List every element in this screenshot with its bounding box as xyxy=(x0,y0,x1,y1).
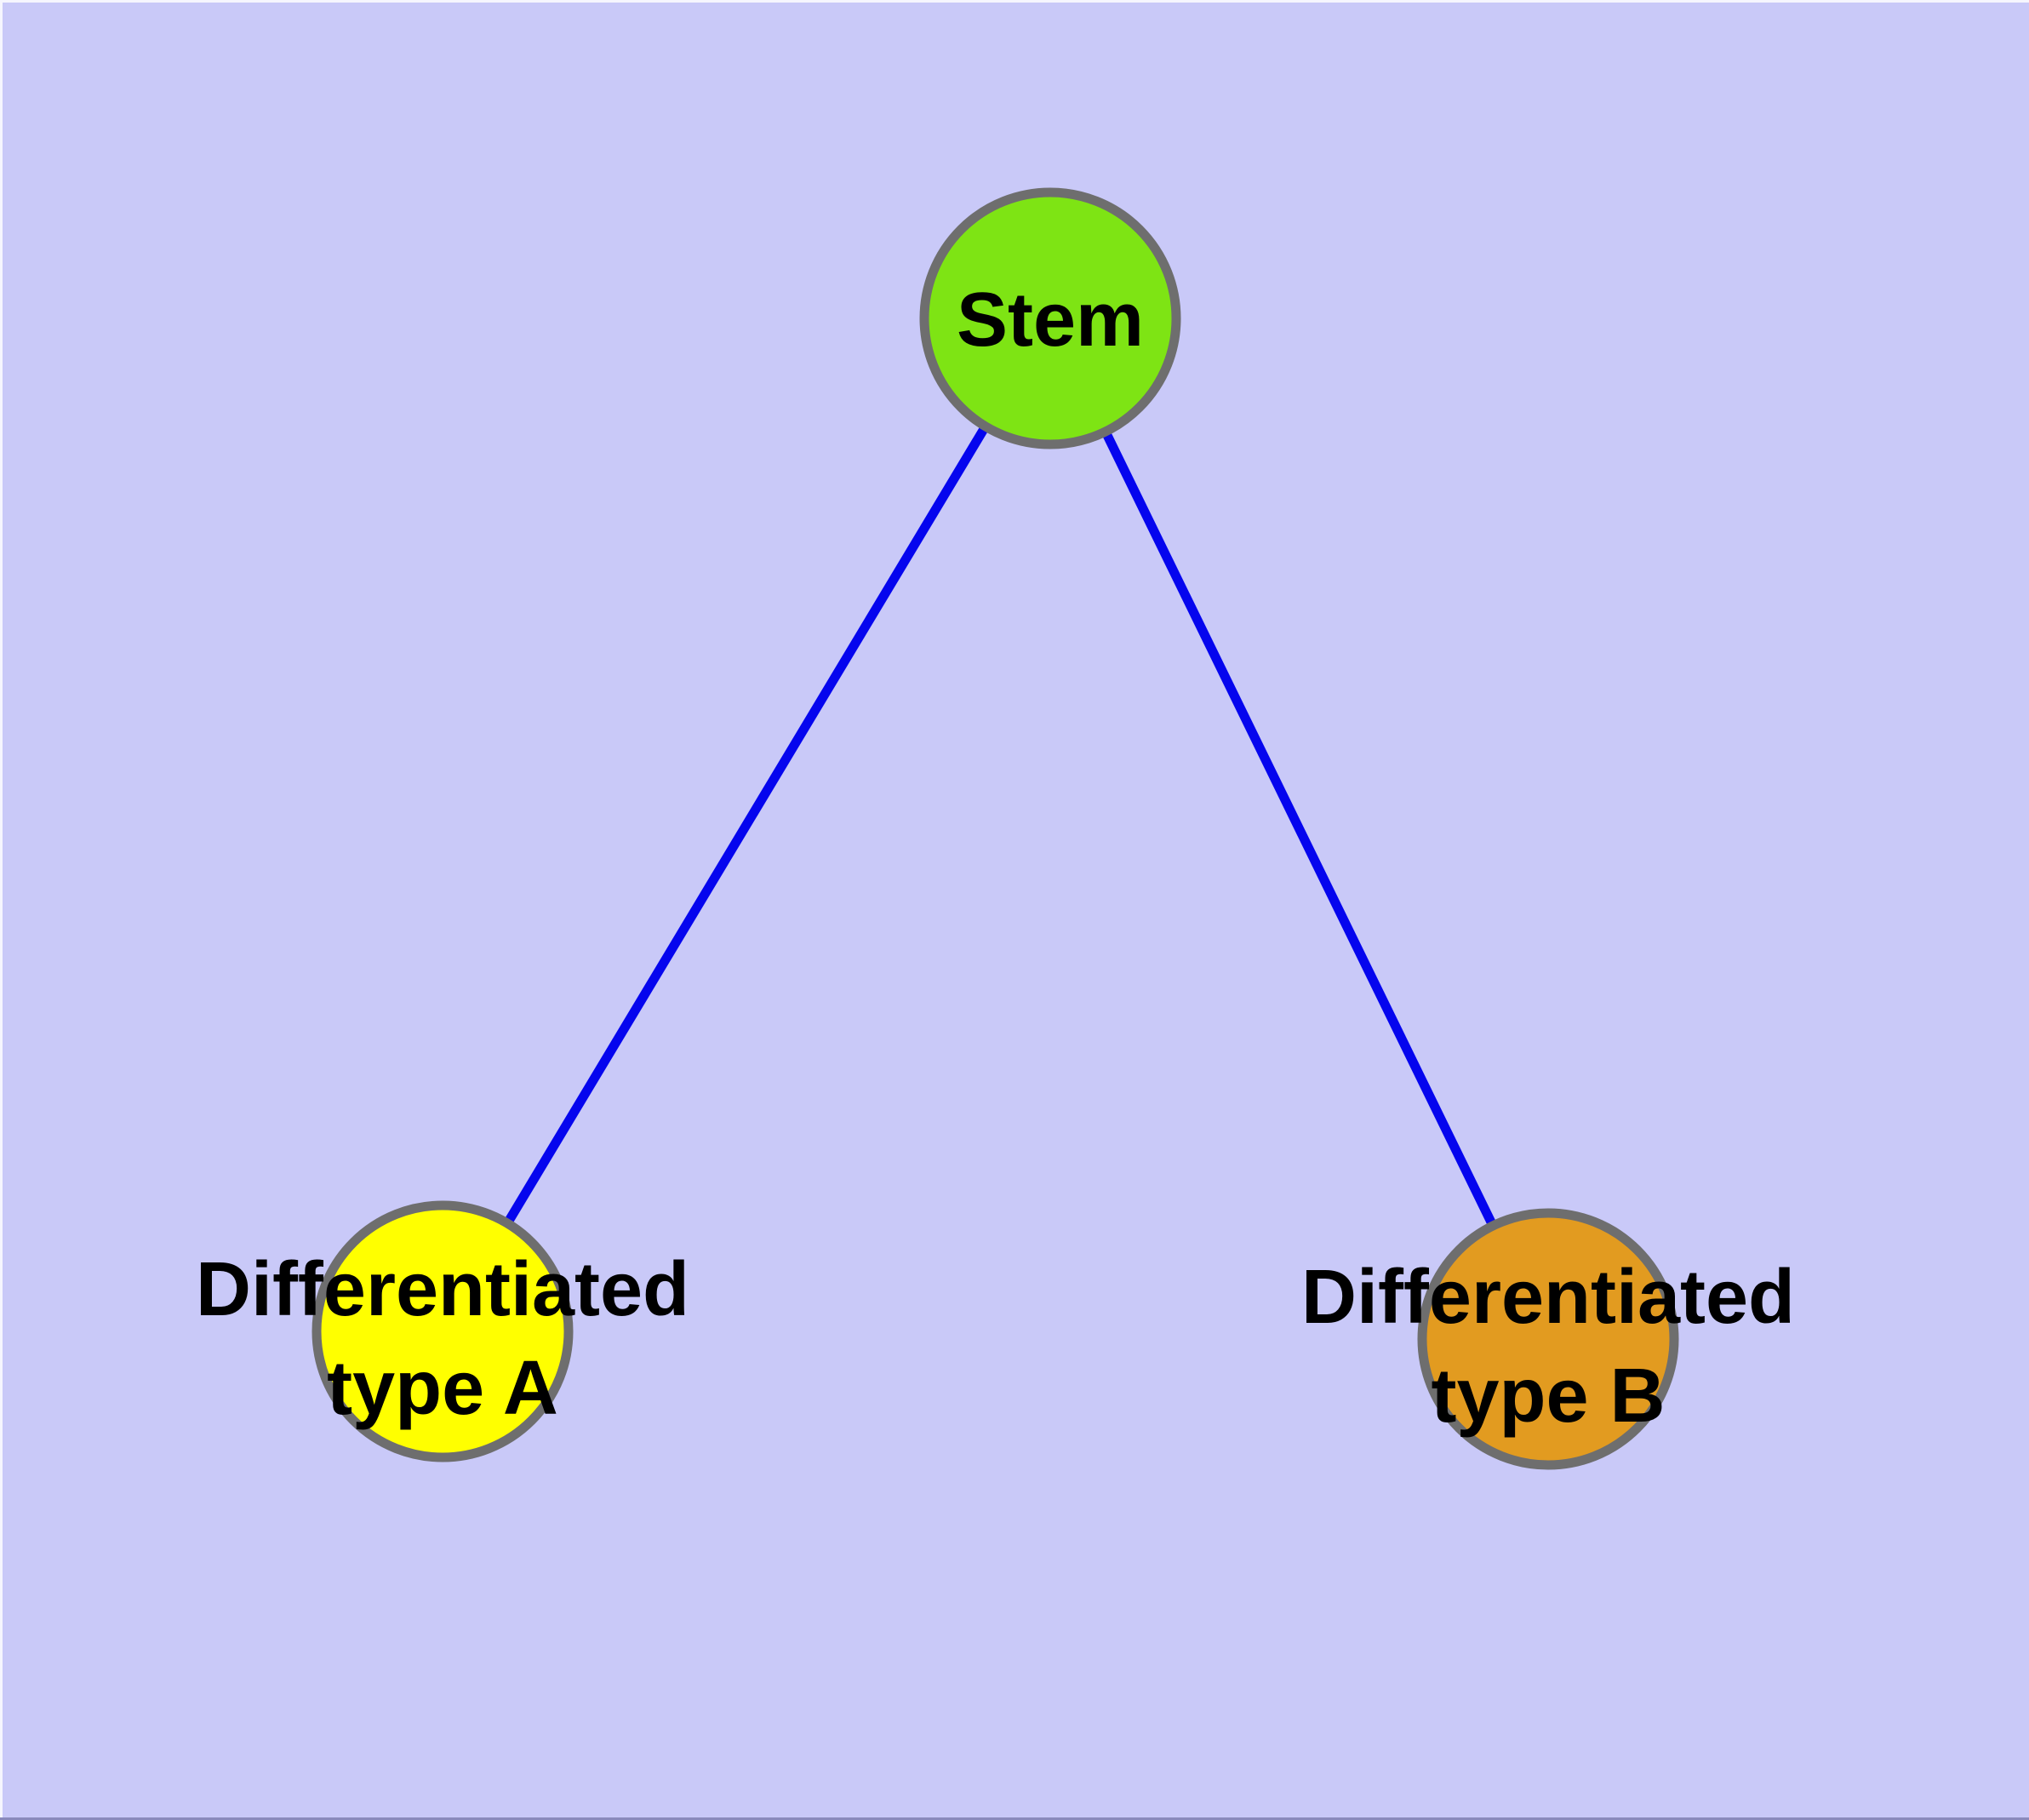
node-differentiated-type-a[interactable] xyxy=(311,1200,574,1462)
edge-stem-to-type-a[interactable] xyxy=(438,316,1055,1334)
node-differentiated-type-b[interactable] xyxy=(1417,1208,1679,1470)
canvas-bevel-top xyxy=(0,0,2029,3)
canvas-bevel-bottom xyxy=(0,1817,2029,1820)
edge-stem-to-type-b[interactable] xyxy=(1046,316,1552,1342)
canvas-bevel-left xyxy=(0,0,3,1820)
node-stem[interactable] xyxy=(919,187,1181,449)
